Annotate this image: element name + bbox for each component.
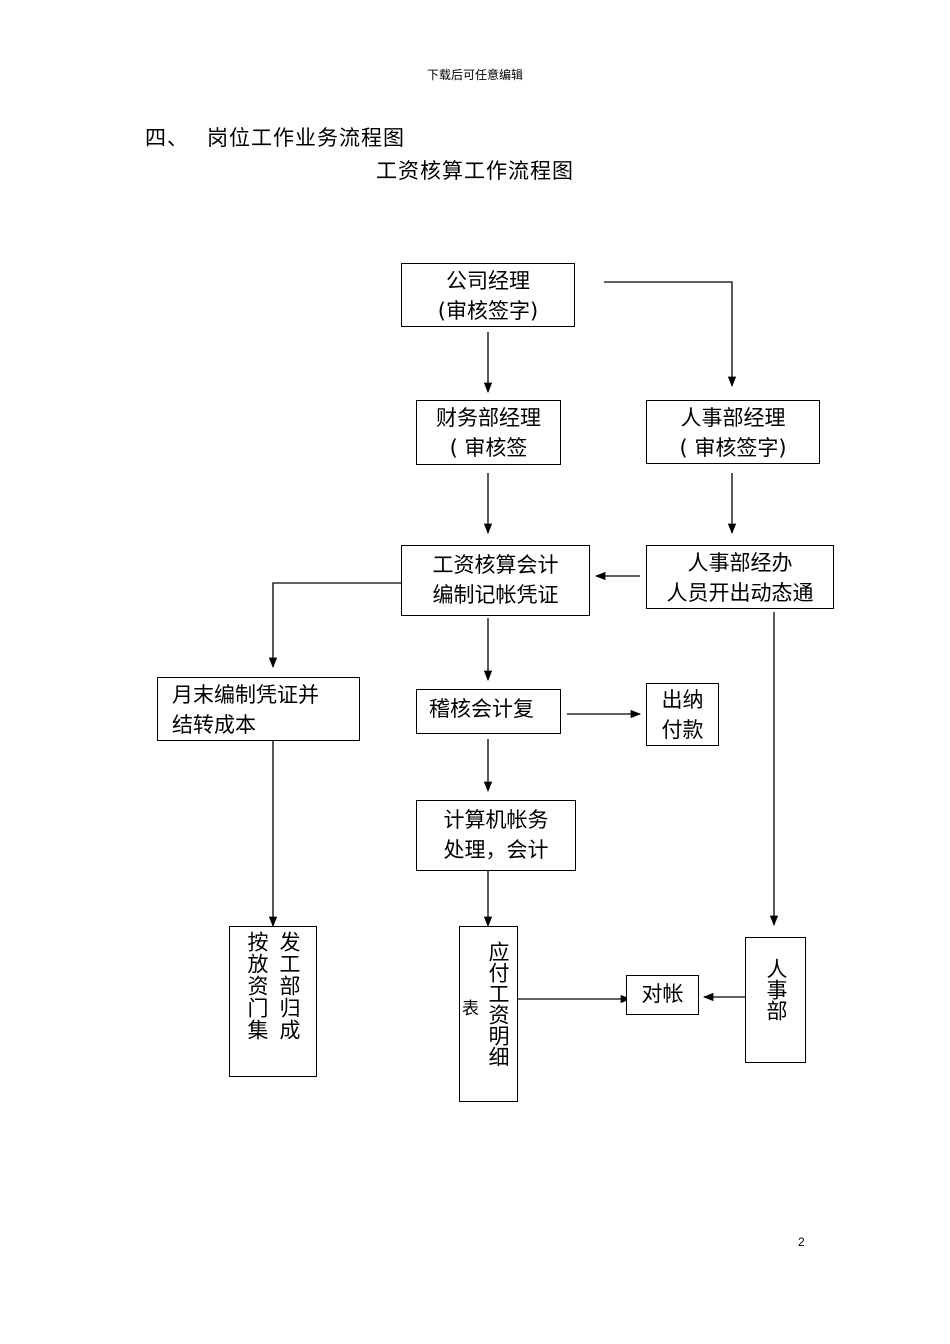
node-column: 应付工资明细 — [486, 941, 510, 1067]
node-line: ( 审核签 — [449, 436, 528, 460]
section-title: 四、岗位工作业务流程图 — [145, 122, 405, 152]
node-line: 结转成本 — [172, 713, 256, 737]
node-dept-allocation: 按放资门集 发工部归成 — [229, 926, 317, 1077]
node-computer-processing: 计算机帐务 处理，会计 — [416, 800, 576, 871]
node-column: 按放资门集 — [245, 931, 269, 1041]
node-column: 发工部归成 — [277, 931, 301, 1041]
node-line: 处理，会计 — [443, 838, 549, 862]
node-side-char: 表 — [462, 999, 479, 1019]
node-line: 对帐 — [641, 982, 684, 1006]
node-finance-manager: 财务部经理 ( 审核签 — [416, 400, 561, 465]
section-title-text: 岗位工作业务流程图 — [207, 126, 405, 150]
node-line: (审核签字) — [437, 299, 539, 323]
node-line: 财务部经理 — [436, 406, 541, 430]
node-payroll-detail: 表 应付工资明细 — [459, 926, 518, 1102]
node-line: 人事部经理 — [680, 406, 786, 430]
node-month-end: 月末编制凭证并 结转成本 — [157, 677, 360, 741]
node-column: 人事部 — [764, 958, 788, 1021]
node-line: 付款 — [661, 718, 704, 742]
node-line: 人员开出动态通 — [666, 581, 814, 605]
node-line: 计算机帐务 — [443, 808, 549, 832]
node-hr-dept: 人事部 — [745, 937, 806, 1063]
node-line: 编制记帐凭证 — [432, 583, 559, 607]
node-payroll-accountant: 工资核算会计 编制记帐凭证 — [401, 545, 590, 616]
arrow-payroll-to-month-end — [268, 582, 402, 669]
node-hr-manager: 人事部经理 ( 审核签字) — [646, 400, 820, 464]
node-line: 月末编制凭证并 — [172, 683, 319, 707]
node-reconcile: 对帐 — [626, 975, 699, 1015]
node-line: ( 审核签字) — [679, 436, 787, 460]
node-line: 稽核会计复 — [429, 697, 534, 721]
node-line: 工资核算会计 — [432, 553, 559, 577]
node-line: 出纳 — [661, 688, 704, 712]
header-note: 下载后可任意编辑 — [426, 68, 523, 82]
node-line: 人事部经办 — [687, 551, 793, 575]
node-line: 公司经理 — [446, 269, 530, 293]
node-audit-accountant: 稽核会计复 — [416, 689, 561, 734]
node-company-manager: 公司经理 (审核签字) — [401, 263, 575, 327]
arrow-company-to-hr-manager — [604, 281, 737, 388]
section-number: 四、 — [145, 126, 189, 150]
node-hr-staff: 人事部经办 人员开出动态通 — [646, 545, 834, 609]
page-number: 2 — [798, 1235, 805, 1249]
node-cashier: 出纳 付款 — [646, 683, 719, 746]
chart-title: 工资核算工作流程图 — [376, 159, 574, 183]
